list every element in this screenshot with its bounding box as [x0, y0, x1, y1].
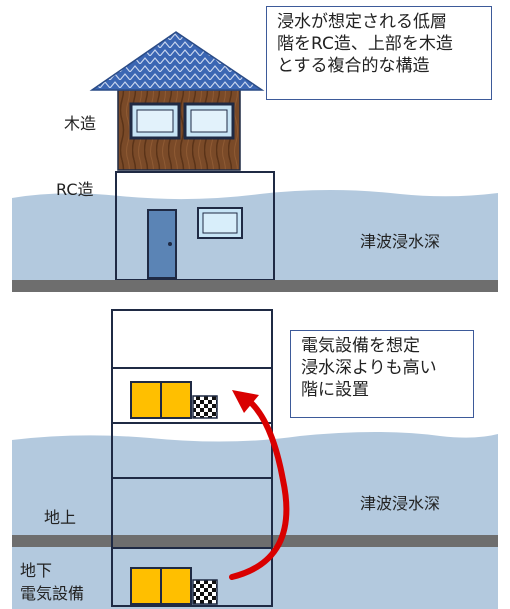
label-rc: RC造 — [56, 180, 94, 199]
equipment-lower-left — [130, 567, 162, 605]
relocation-arrowhead — [232, 390, 259, 413]
ground-top — [12, 280, 498, 292]
roof — [89, 31, 265, 91]
equipment-lower-right — [160, 567, 192, 605]
equipment-lower-panel — [192, 579, 218, 605]
equipment-upper-left — [130, 381, 162, 419]
bottom-callout-line: 電気設備を想定 — [301, 336, 420, 356]
label-tsunami-depth-top: 津波浸水深 — [360, 232, 441, 251]
top-callout: 浸水が想定される低層 階をRC造、上部を木造 とする複合的な構造 — [266, 6, 492, 100]
label-ground-above: 地上 — [44, 508, 77, 527]
water-top — [12, 190, 498, 282]
label-wood: 木造 — [64, 114, 97, 133]
equipment-upper-panel — [192, 395, 218, 419]
top-callout-line: 階をRC造、上部を木造 — [277, 34, 453, 54]
equipment-upper-right — [160, 381, 192, 419]
bottom-callout: 電気設備を想定 浸水深よりも高い 階に設置 — [290, 330, 474, 418]
water-bottom — [12, 432, 498, 609]
bottom-callout-line: 階に設置 — [301, 380, 369, 400]
label-tsunami-depth-bottom: 津波浸水深 — [360, 494, 441, 513]
bottom-callout-line: 浸水深よりも高い — [301, 358, 437, 378]
top-callout-line: 浸水が想定される低層 — [277, 12, 447, 32]
top-callout-line: とする複合的な構造 — [277, 56, 430, 76]
label-basement: 地下 — [20, 561, 53, 580]
relocation-arrow — [229, 397, 290, 580]
ground-bottom — [12, 535, 498, 547]
label-electrical-equipment: 電気設備 — [20, 584, 85, 603]
tall-building-outline — [111, 309, 273, 607]
